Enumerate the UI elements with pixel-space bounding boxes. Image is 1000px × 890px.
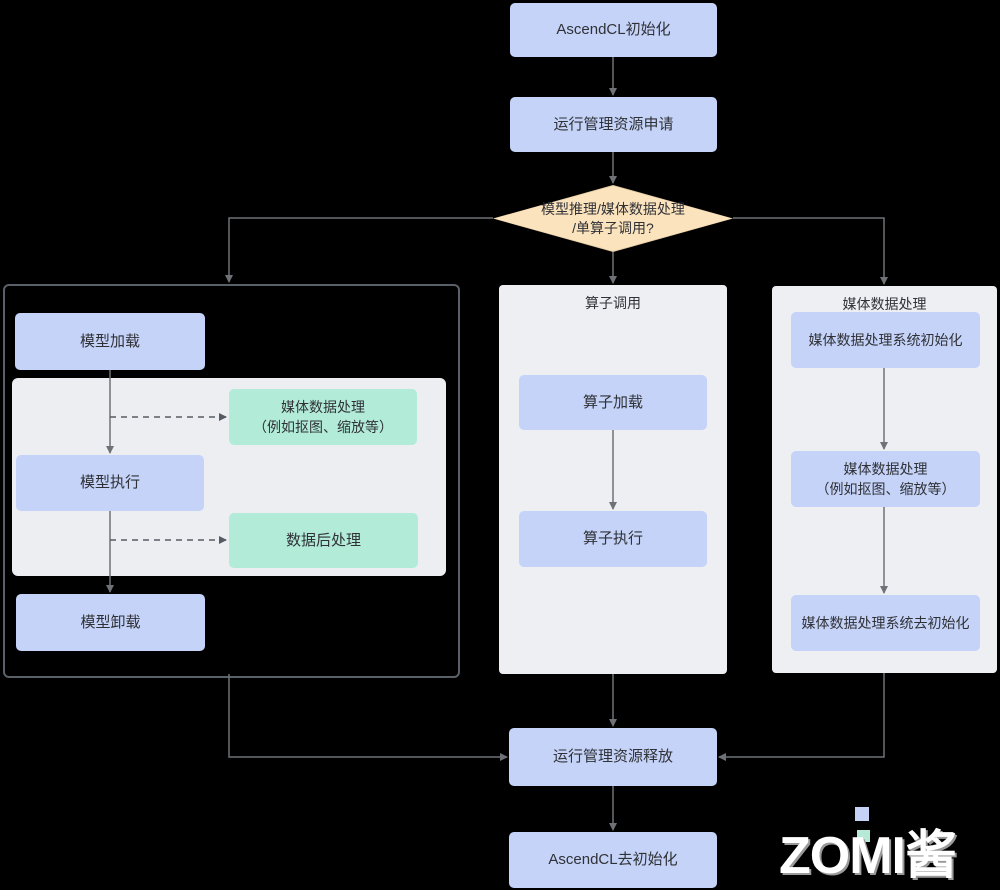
- node-post-process-label: 数据后处理: [285, 531, 361, 549]
- node-model-unload: 模型卸载: [16, 594, 205, 651]
- node-op-execute-label: 算子执行: [582, 530, 643, 548]
- node-resource-apply-label: 运行管理资源申请: [553, 115, 674, 133]
- node-resource-release-label: 运行管理资源释放: [552, 748, 673, 766]
- node-media-sys-deinit: 媒体数据处理系统去初始化: [791, 595, 980, 651]
- operator-call-panel: 算子调用: [499, 285, 727, 674]
- node-model-unload-label: 模型卸载: [80, 613, 141, 631]
- node-resource-apply: 运行管理资源申请: [510, 97, 717, 152]
- zomi-logo: ZOMI酱: [779, 794, 994, 890]
- node-ascendcl-deinit-label: AscendCL去初始化: [548, 851, 678, 869]
- node-op-load: 算子加载: [519, 375, 707, 430]
- node-model-load-label: 模型加载: [79, 332, 140, 350]
- node-media-sys-deinit-label: 媒体数据处理系统去初始化: [801, 614, 970, 631]
- node-model-load: 模型加载: [15, 313, 205, 370]
- zomi-logo-text: ZOMI酱: [779, 827, 957, 885]
- media-processing-panel-title: 媒体数据处理: [842, 296, 927, 312]
- logo-teal-square-icon: [857, 830, 870, 842]
- node-post-process: 数据后处理: [229, 513, 418, 568]
- logo-blue-square-icon: [855, 807, 869, 821]
- operator-call-panel-title: 算子调用: [585, 295, 641, 311]
- node-op-load-label: 算子加载: [582, 393, 643, 411]
- node-op-execute: 算子执行: [519, 511, 707, 567]
- decision-diamond-label: 模型推理/媒体数据处理 /单算子调用?: [541, 200, 685, 236]
- node-media-sys-init-label: 媒体数据处理系统初始化: [808, 331, 963, 348]
- node-ascendcl-init-label: AscendCL初始化: [556, 21, 671, 39]
- decision-diamond: 模型推理/媒体数据处理 /单算子调用?: [493, 185, 733, 252]
- node-media-sys-init: 媒体数据处理系统初始化: [791, 312, 980, 368]
- node-media-process-inline: 媒体数据处理 （例如抠图、缩放等）: [229, 389, 417, 445]
- node-media-process: 媒体数据处理 （例如抠图、缩放等）: [791, 451, 980, 507]
- node-model-execute: 模型执行: [16, 455, 204, 511]
- node-ascendcl-init: AscendCL初始化: [510, 3, 717, 57]
- node-resource-release: 运行管理资源释放: [509, 728, 717, 786]
- node-ascendcl-deinit: AscendCL去初始化: [509, 832, 717, 888]
- node-model-execute-label: 模型执行: [79, 474, 140, 492]
